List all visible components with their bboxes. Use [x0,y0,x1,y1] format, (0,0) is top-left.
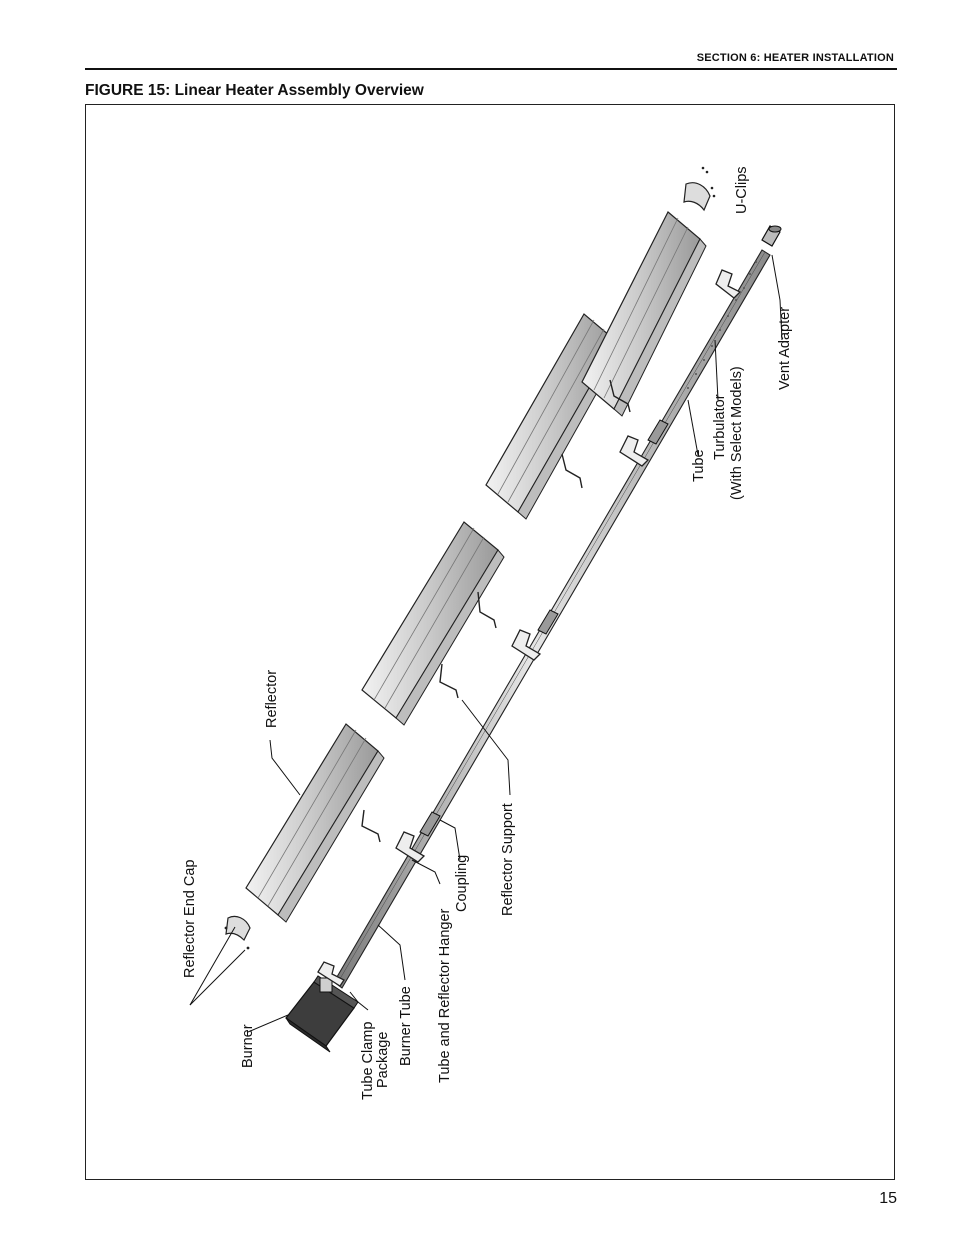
label-turbulator-line2: (With Select Models) [729,366,745,500]
figure-frame [85,104,895,1180]
label-reflector: Reflector [264,670,280,728]
vent-adapter [761,225,782,247]
label-tube: Tube [691,449,707,482]
turbulator [687,261,757,389]
reflector-support [361,379,631,843]
leader-lines [189,254,783,1033]
reflector-section-4 [581,211,707,417]
figure-title: FIGURE 15: Linear Heater Assembly Overvi… [85,82,424,99]
burner [285,975,359,1053]
reflector-end-cap-left [224,915,251,950]
label-tube-reflector-hanger: Tube and Reflector Hanger [437,908,453,1083]
label-burner: Burner [240,1024,256,1068]
label-tube-clamp-line2: Package [375,1032,391,1088]
reflector-section-1 [245,723,385,923]
header-rule [85,68,897,70]
label-vent-adapter: Vent Adapter [777,307,793,390]
label-u-clips: U-Clips [734,166,750,214]
u-clips [701,166,716,198]
page-number: 15 [879,1190,897,1207]
label-reflector-support: Reflector Support [500,803,516,916]
label-turbulator-line1: Turbulator [712,394,728,460]
label-tube-clamp-line1: Tube Clamp [360,1022,376,1100]
tube-reflector-hanger [317,269,742,987]
label-coupling: Coupling [454,855,470,912]
reflector-section-2 [361,521,505,726]
reflector-end-cap-right [683,182,711,212]
label-reflector-end-cap: Reflector End Cap [182,860,198,978]
section-header: SECTION 6: HEATER INSTALLATION [696,52,894,64]
coupling [419,419,669,837]
label-burner-tube: Burner Tube [398,986,414,1066]
